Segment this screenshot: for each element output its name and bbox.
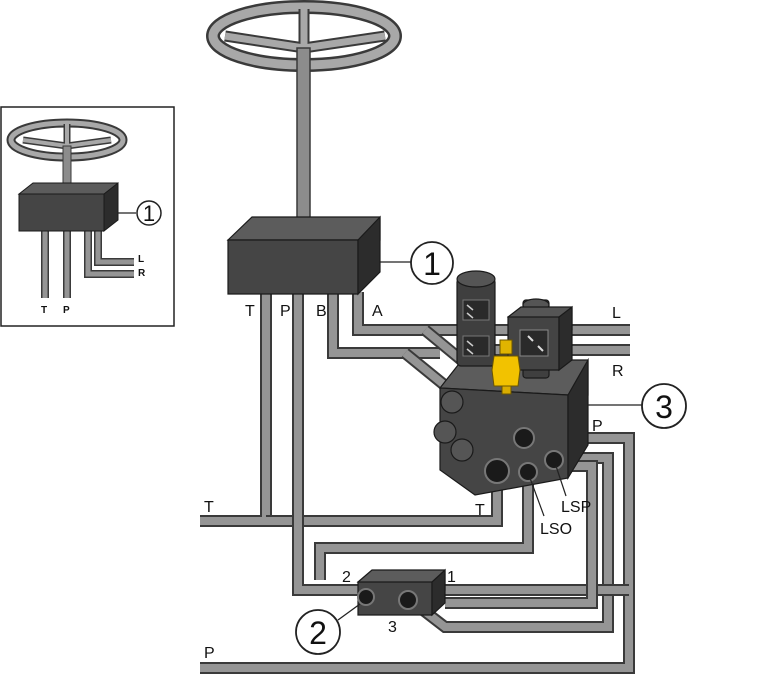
steering-column [296, 47, 311, 229]
inset-port-R: R [138, 268, 146, 279]
inset-port-L: L [138, 254, 144, 265]
callout-1-label: 1 [423, 246, 441, 282]
inset-port-P: P [63, 305, 70, 316]
unit2-port-1: 1 [447, 569, 456, 586]
yellow-fitting [491, 339, 521, 395]
inset-port-T: T [41, 305, 47, 316]
line-label-T: T [204, 499, 214, 516]
line-label-P: P [204, 645, 215, 662]
callout-3 [641, 383, 687, 429]
unit3-port-LSP: LSP [561, 499, 591, 516]
unit2-port-3: 3 [388, 619, 397, 636]
inset-callout-1-label: 1 [143, 201, 155, 226]
unit3-port-P: P [592, 418, 603, 435]
callout-2 [295, 609, 341, 655]
inset-panel: 1 L R T P [0, 106, 175, 327]
inset-callout-1 [136, 200, 162, 226]
line-label-L: L [612, 305, 621, 322]
unit3-port-T: T [475, 502, 485, 519]
solenoid-valve-right [506, 298, 573, 379]
solenoid-valve-left [456, 270, 496, 367]
inset-orbitrol-block [17, 181, 119, 233]
unit1-port-T: T [245, 303, 255, 320]
unit1-port-A: A [372, 303, 383, 320]
callout-1 [410, 241, 454, 285]
callout-3-label: 3 [655, 389, 673, 425]
steering-wheel [206, 0, 402, 229]
unit3-port-LSO: LSO [540, 521, 572, 538]
line-label-R: R [612, 363, 624, 380]
callout-2-label: 2 [309, 615, 327, 651]
unit1-port-P: P [280, 303, 291, 320]
priority-valve-2 [356, 568, 446, 617]
unit1-port-B: B [316, 303, 327, 320]
inset-pipes [41, 230, 134, 298]
steering-unit-1 [226, 215, 381, 296]
unit2-port-2: 2 [342, 569, 351, 586]
